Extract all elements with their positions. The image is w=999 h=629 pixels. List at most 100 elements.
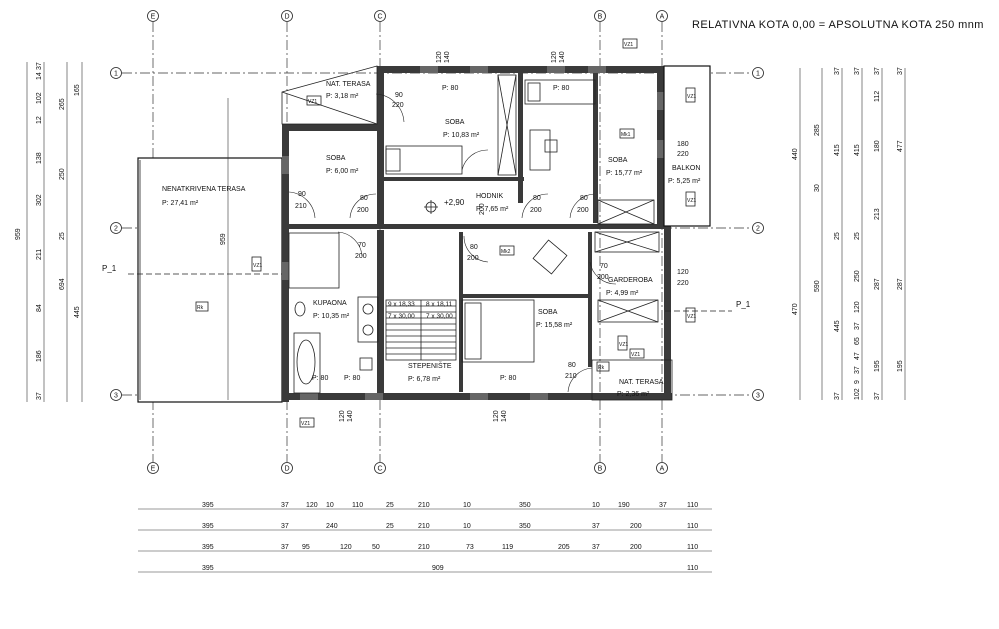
svg-text:37: 37 (854, 322, 861, 330)
room-name: HODNIK (476, 193, 504, 200)
svg-text:37: 37 (281, 502, 289, 509)
svg-text:1: 1 (756, 71, 760, 78)
svg-text:200: 200 (355, 253, 367, 260)
room-name: NAT. TERASA (619, 379, 664, 386)
room-name: GARDEROBA (608, 277, 653, 284)
room-area: P: 5,25 m² (668, 178, 701, 185)
axis-markers-bottom: E D C B A (147, 462, 668, 474)
svg-text:12: 12 (36, 116, 43, 124)
svg-text:200: 200 (479, 203, 486, 215)
svg-text:694: 694 (59, 278, 66, 290)
room-area: P: 2,36 m² (617, 391, 650, 398)
svg-text:Rk: Rk (197, 305, 204, 311)
svg-text:80: 80 (533, 195, 541, 202)
svg-text:VZ1: VZ1 (308, 99, 317, 105)
room-area: P: 6,00 m² (326, 168, 359, 175)
walls (282, 66, 672, 402)
svg-text:37: 37 (36, 392, 43, 400)
svg-text:70: 70 (600, 263, 608, 270)
axis-markers-top: E D C B A (147, 10, 668, 22)
dimension-right-labels: 440 470 285 30 590 37 415 25 445 37 37 4… (792, 67, 904, 400)
svg-text:2: 2 (114, 226, 118, 233)
svg-text:37: 37 (592, 523, 600, 530)
svg-text:25: 25 (59, 232, 66, 240)
svg-text:P: 80: P: 80 (553, 85, 569, 92)
svg-text:250: 250 (59, 168, 66, 180)
svg-text:8 x 18,11: 8 x 18,11 (426, 301, 453, 308)
svg-text:VZ1: VZ1 (687, 198, 696, 204)
terrace-outline (137, 157, 283, 403)
svg-text:395: 395 (202, 544, 214, 551)
svg-text:120: 120 (493, 410, 500, 422)
wall-openings (282, 66, 664, 400)
svg-text:120: 120 (551, 51, 558, 63)
svg-text:37: 37 (834, 392, 841, 400)
svg-text:10: 10 (463, 502, 471, 509)
svg-text:180: 180 (677, 141, 689, 148)
svg-text:110: 110 (687, 502, 698, 509)
svg-text:590: 590 (814, 280, 821, 292)
svg-text:25: 25 (386, 502, 394, 509)
svg-text:3: 3 (114, 393, 118, 400)
svg-text:287: 287 (874, 278, 881, 290)
svg-text:VZ1: VZ1 (624, 42, 633, 48)
svg-text:477: 477 (897, 140, 904, 152)
window-labels: 120 140 120 140 120 140 120 140 P: 80 P:… (312, 51, 569, 422)
svg-text:90: 90 (298, 191, 306, 198)
svg-text:A: A (660, 14, 665, 21)
svg-text:120: 120 (854, 301, 861, 313)
svg-text:140: 140 (444, 51, 451, 63)
svg-text:P_1: P_1 (102, 264, 117, 273)
svg-text:25: 25 (854, 232, 861, 240)
svg-text:37: 37 (834, 67, 841, 75)
svg-text:140: 140 (501, 410, 508, 422)
svg-text:120: 120 (677, 269, 689, 276)
svg-text:200: 200 (467, 255, 479, 262)
room-name: STEPENIŠTE (408, 361, 452, 370)
svg-text:120: 120 (436, 51, 443, 63)
svg-text:9: 9 (854, 380, 861, 384)
svg-text:VZ1: VZ1 (253, 263, 262, 269)
svg-text:250: 250 (854, 270, 861, 282)
svg-text:211: 211 (36, 249, 43, 260)
svg-text:190: 190 (618, 502, 630, 509)
svg-text:445: 445 (834, 320, 841, 332)
svg-text:210: 210 (295, 203, 307, 210)
svg-text:200: 200 (630, 523, 642, 530)
svg-text:909: 909 (432, 565, 444, 572)
svg-text:B: B (598, 14, 603, 21)
svg-text:110: 110 (352, 502, 363, 509)
svg-text:Rk: Rk (598, 365, 605, 371)
room-area: P: 10,35 m² (313, 313, 350, 320)
svg-text:265: 265 (59, 98, 66, 110)
stair-labels: 9 x 18,33 7 x 30,00 8 x 18,11 7 x 30,00 (388, 301, 453, 320)
svg-text:37: 37 (897, 67, 904, 75)
svg-text:180: 180 (874, 140, 881, 152)
dimension-left-labels: 959 265 250 25 694 14 37 102 12 165 138 … (15, 62, 227, 400)
svg-text:P: 80: P: 80 (344, 375, 360, 382)
svg-text:25: 25 (834, 232, 841, 240)
svg-text:VZ1: VZ1 (631, 352, 640, 358)
svg-text:1: 1 (114, 71, 118, 78)
svg-text:50: 50 (372, 544, 380, 551)
room-name: NAT. TERASA (326, 81, 371, 88)
svg-text:37: 37 (854, 67, 861, 75)
svg-text:70: 70 (358, 242, 366, 249)
svg-text:440: 440 (792, 148, 799, 160)
svg-text:350: 350 (519, 502, 531, 509)
balcony-outline (663, 65, 711, 227)
svg-text:P_1: P_1 (736, 300, 751, 309)
room-area: P: 6,78 m² (408, 376, 441, 383)
svg-text:210: 210 (418, 544, 430, 551)
svg-text:205: 205 (558, 544, 570, 551)
room-name: NENATKRIVENA TERASA (162, 186, 246, 193)
svg-text:220: 220 (677, 280, 689, 287)
svg-text:37: 37 (874, 392, 881, 400)
section-line: P_1 P_1 (102, 264, 751, 312)
svg-text:30: 30 (814, 184, 821, 192)
svg-text:395: 395 (202, 565, 214, 572)
svg-text:350: 350 (519, 523, 531, 530)
svg-text:90: 90 (395, 92, 403, 99)
svg-text:D: D (284, 466, 289, 473)
